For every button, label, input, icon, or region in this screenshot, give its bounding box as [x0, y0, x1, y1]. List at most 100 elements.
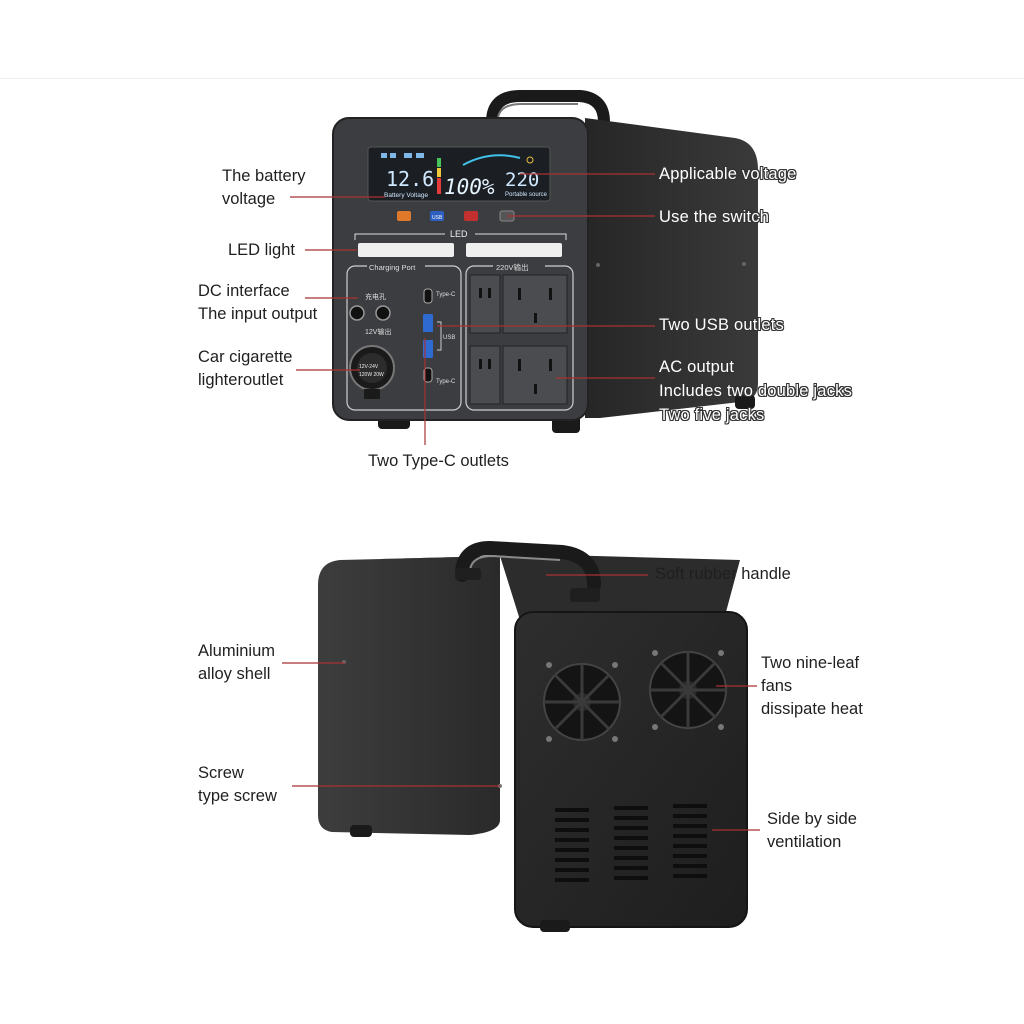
ac-socket-small-top[interactable] [469, 274, 501, 334]
callout-line: Two nine-leaf [761, 654, 860, 672]
charging-port-label: Charging Port [369, 263, 416, 272]
ac-slot [479, 359, 482, 369]
car-socket-label: 12V输出 [365, 327, 391, 336]
vent-middle [614, 806, 648, 880]
callout-line: dissipate heat [761, 700, 863, 718]
callout-type-c: Two Type-C outlets [368, 450, 509, 473]
lcd-battery-value: 12.6 [386, 167, 434, 191]
lcd-battery-caption: Battery Voltage [384, 192, 428, 199]
front-side-body [585, 118, 758, 418]
ac-socket-large-top[interactable] [502, 274, 568, 334]
callout-line: Aluminium [198, 642, 276, 660]
led-strip-left [358, 243, 454, 257]
callout-line: LED light [228, 241, 295, 259]
callout-line: fans [761, 677, 793, 695]
ac-slot [479, 288, 482, 298]
lcd-status-icon [526, 156, 534, 164]
callout-line: voltage [222, 190, 276, 208]
lcd-voltage-caption: Portable source [505, 192, 548, 198]
callout-battery-voltage: The battery voltage [222, 165, 305, 211]
lcd-bar-green [437, 158, 441, 167]
rear-top-body [340, 555, 740, 622]
ac-slot [534, 313, 537, 323]
ac-slot [488, 288, 491, 298]
type-c-port-bottom[interactable] [423, 367, 433, 383]
type-c-port-top[interactable] [423, 288, 433, 304]
callout-line: ventilation [767, 833, 842, 851]
callout-line: lighteroutlet [198, 371, 284, 389]
dc-port-left[interactable] [349, 305, 365, 321]
callout-line: Two USB outlets [659, 316, 784, 334]
ac-slot [549, 288, 552, 300]
power-button[interactable] [397, 211, 411, 221]
type-c-label-bottom: Type-C [436, 379, 456, 385]
callout-switch: Use the switch [659, 206, 769, 229]
callout-usb-outlets: Two USB outlets [659, 314, 784, 337]
callout-applicable-voltage: Applicable voltage [659, 163, 797, 186]
ac-slot [488, 359, 491, 369]
ac-socket-large-bottom[interactable] [502, 345, 568, 405]
usb-label: USB [443, 335, 455, 341]
callout-line: Screw [198, 764, 244, 782]
dc-hole-label: 充电孔 [365, 292, 386, 301]
usb-button-label: USB [432, 215, 443, 221]
ac-slot [518, 359, 521, 371]
type-c-label-top: Type-C [436, 292, 456, 298]
lcd-bar-yellow [437, 168, 441, 177]
side-screw [596, 263, 600, 267]
callout-line: Applicable voltage [659, 165, 797, 183]
usb-port-1[interactable] [423, 314, 433, 332]
pointer-lines [282, 173, 760, 831]
lcd-voltage-value: 220 [505, 169, 539, 191]
callout-handle: Soft rubber handle [655, 563, 791, 586]
callout-line: Two five jacks [659, 406, 765, 424]
led-bracket-right [475, 233, 567, 240]
callout-screw: Screw type screw [198, 762, 277, 808]
vent-left [555, 808, 589, 882]
callout-line: DC interface [198, 282, 290, 300]
callout-line: type screw [198, 787, 277, 805]
callout-line: Includes two double jacks [659, 382, 853, 400]
ac-slot [534, 384, 537, 394]
led-bracket-left [354, 233, 445, 240]
ac-tab [493, 262, 545, 272]
rear-foot [540, 920, 570, 932]
dc-port-right[interactable] [375, 305, 391, 321]
led-strip-right [466, 243, 562, 257]
rear-rubber-handle [455, 540, 601, 602]
side-screw [742, 262, 746, 266]
callout-line: Side by side [767, 810, 857, 828]
vent-right [673, 804, 707, 878]
callout-line: Two Type-C outlets [368, 452, 509, 470]
lcd-indicator [390, 153, 396, 158]
callout-line: Car cigarette [198, 348, 293, 366]
callout-line: The battery [222, 167, 306, 185]
fan-left [543, 662, 621, 742]
front-handle [486, 90, 610, 128]
charging-port-tab [367, 262, 425, 272]
rear-foot [350, 825, 372, 837]
callout-dc-interface: DC interface The input output [198, 280, 317, 326]
usb-button[interactable] [430, 211, 444, 221]
lcd-arc [462, 154, 521, 166]
ac-slot [549, 359, 552, 371]
callout-led-light: LED light [228, 239, 295, 262]
rear-side-body [318, 556, 500, 835]
car-lighter-text-1: 12V-24V [359, 364, 379, 370]
lcd-percent-value: 100% [444, 175, 495, 199]
ac-slot [518, 288, 521, 300]
lcd-indicator [381, 153, 387, 158]
car-lighter-inner [357, 353, 387, 383]
callout-line: Soft rubber handle [655, 565, 791, 583]
callout-line: AC output [659, 358, 735, 376]
ac-socket-small-bottom[interactable] [469, 345, 501, 405]
usb-bracket [437, 321, 442, 351]
callout-vent: Side by side ventilation [767, 808, 857, 854]
callout-line: alloy shell [198, 665, 271, 683]
ac-button[interactable] [464, 211, 478, 221]
car-lighter-text-2: 120W 20W [359, 372, 384, 378]
fan-right [649, 650, 727, 730]
lcd-indicator [416, 153, 424, 158]
